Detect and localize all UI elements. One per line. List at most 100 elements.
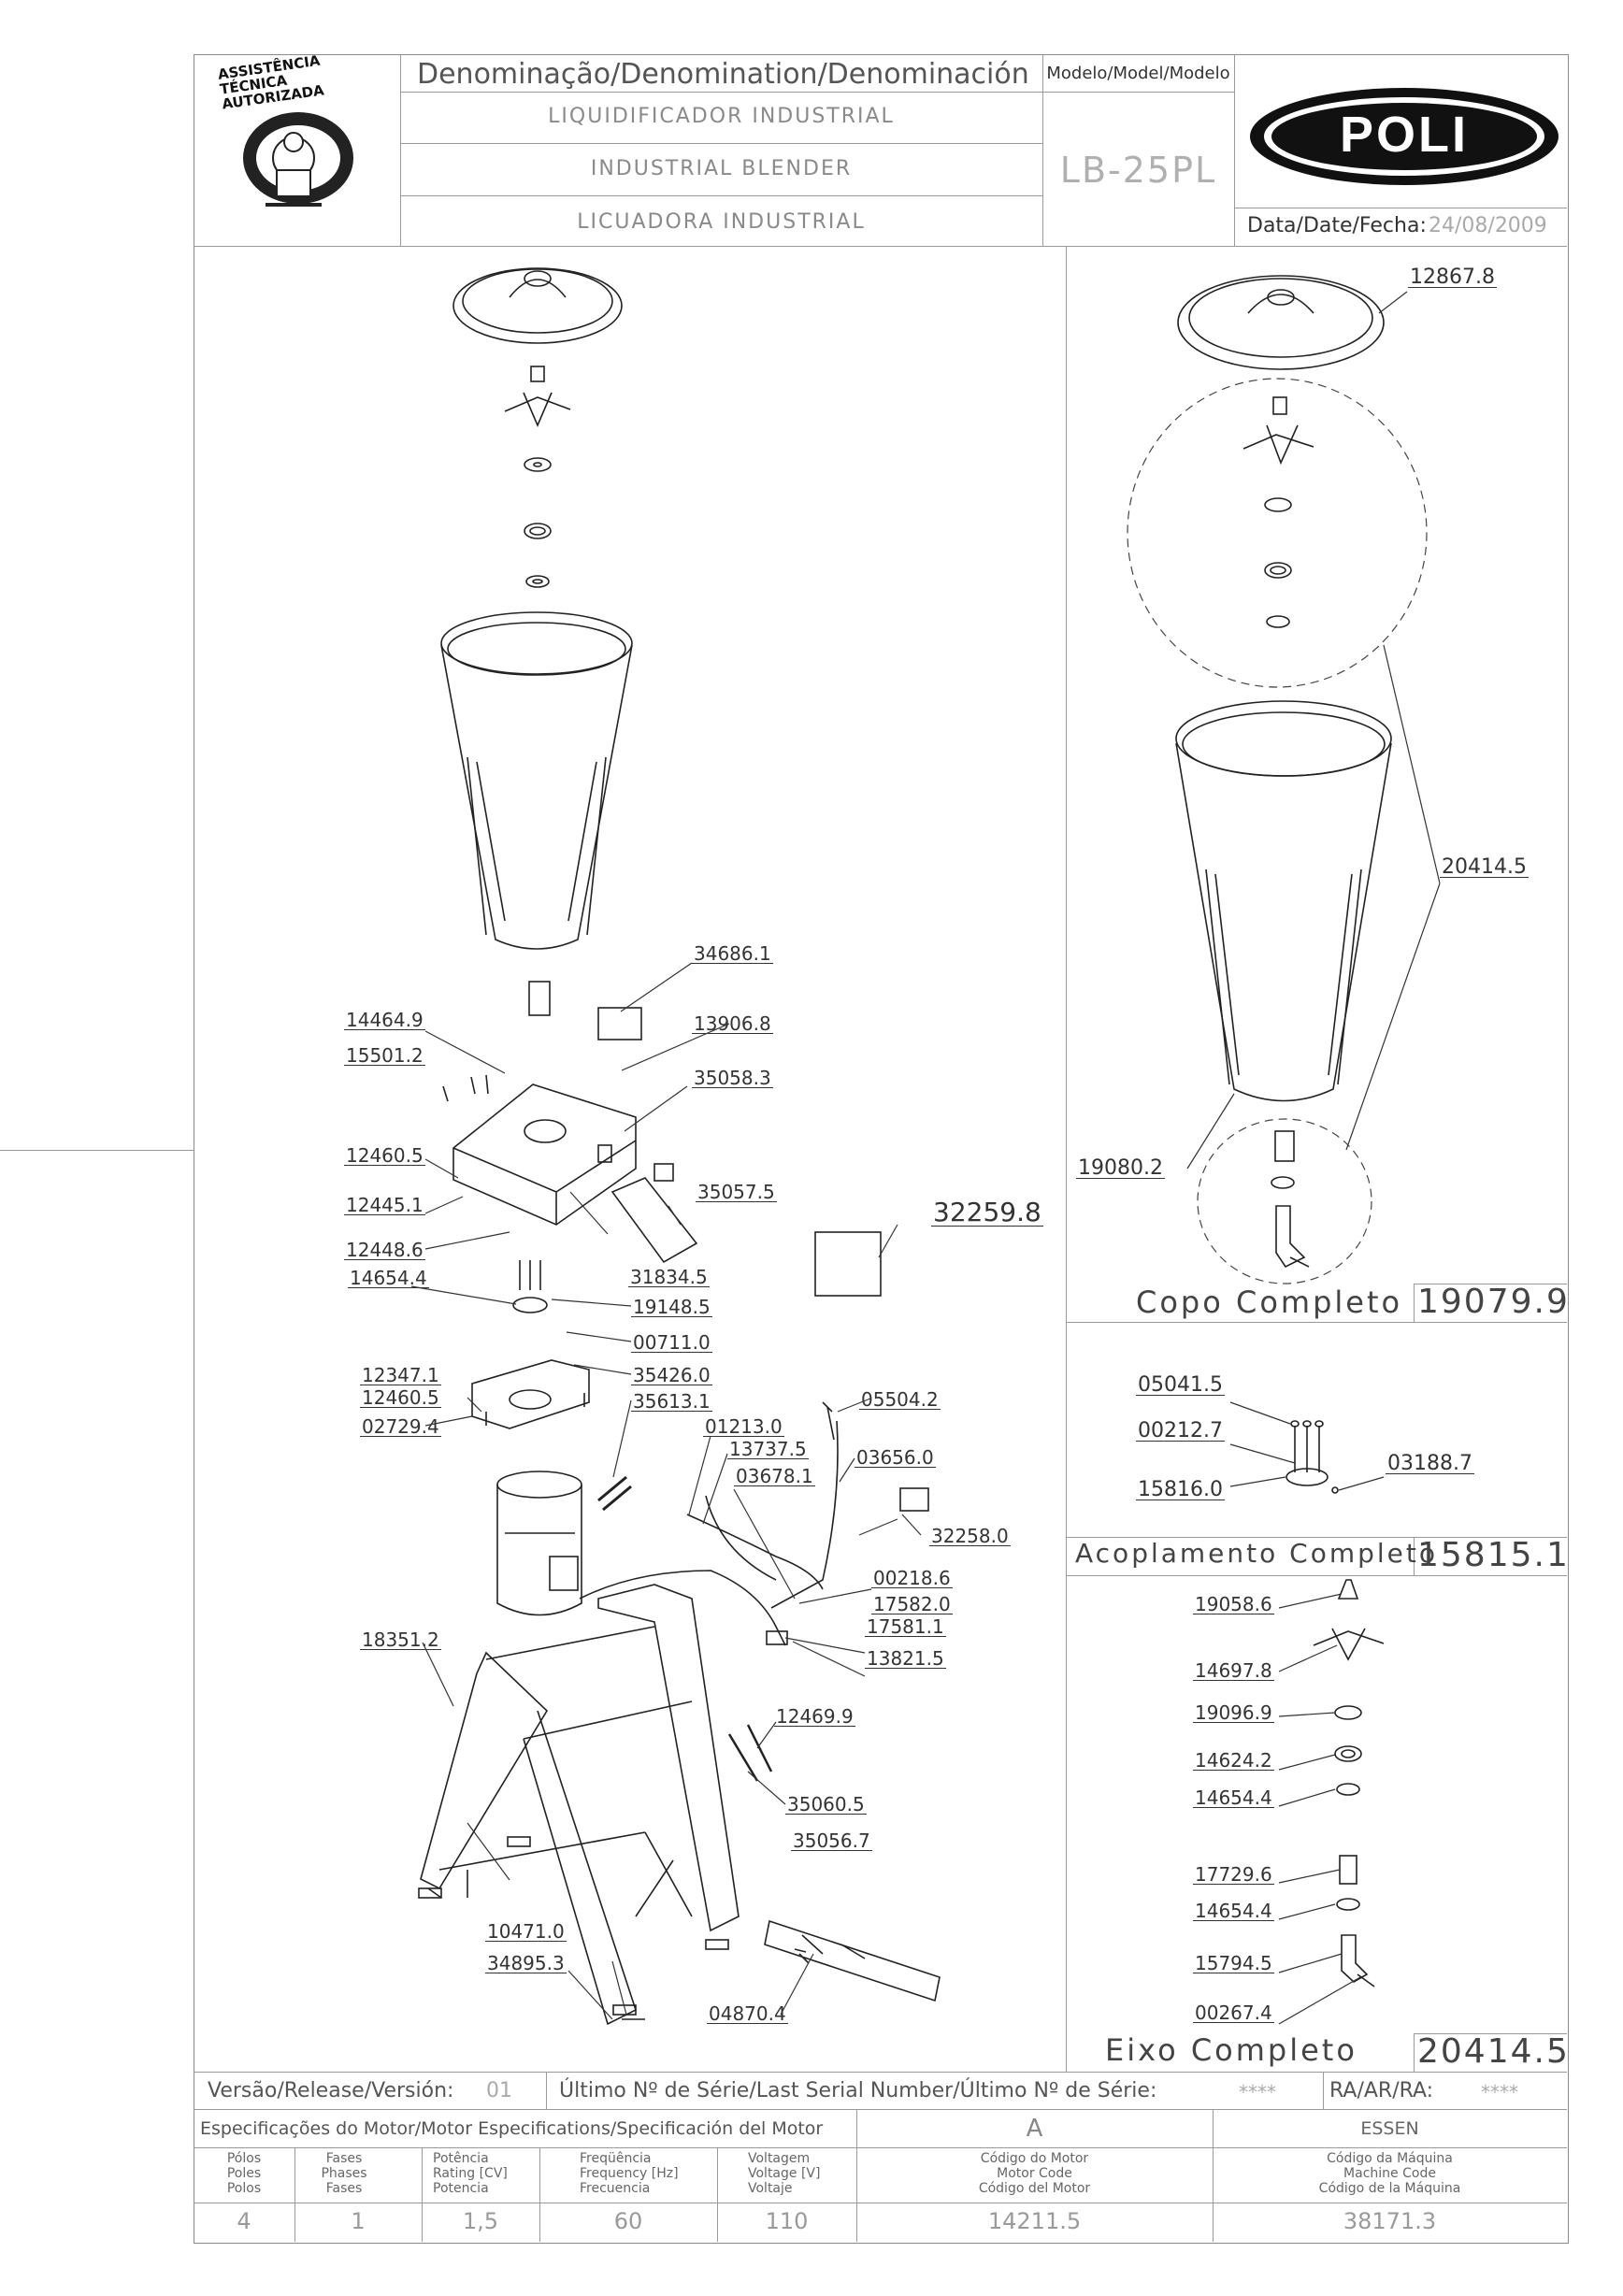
- poli-logo: POLI: [1247, 86, 1561, 187]
- model-label: Modelo/Model/Modelo: [1046, 64, 1230, 83]
- part-label: 17582.0: [871, 1593, 953, 1615]
- part-label: 20414.5: [1440, 855, 1529, 879]
- name-pt: LIQUIDIFICADOR INDUSTRIAL: [548, 105, 895, 128]
- spec-poles-value: 4: [237, 2208, 251, 2234]
- footer-divider: [539, 2147, 540, 2242]
- part-label: 13906.8: [692, 1012, 773, 1035]
- date-label: Data/Date/Fecha:: [1247, 214, 1427, 237]
- part-label: 13737.5: [727, 1438, 809, 1460]
- spec-line: Pólos: [226, 2151, 262, 2166]
- part-label: 12445.1: [344, 1194, 425, 1216]
- part-label: 31834.5: [628, 1266, 710, 1288]
- header-row-line: [400, 195, 1042, 196]
- spec-rating-header: Potência Rating [CV] Potencia: [433, 2151, 539, 2196]
- version-label: Versão/Release/Versión:: [208, 2079, 454, 2102]
- part-label: 35058.3: [692, 1067, 773, 1089]
- spec-line: Voltaje: [748, 2181, 793, 2196]
- part-label: 12460.5: [360, 1386, 441, 1409]
- footer-divider: [1323, 2072, 1324, 2109]
- stamp-icon: [243, 112, 353, 207]
- eixo-title: Eixo Completo: [1105, 2032, 1357, 2068]
- header-bottom-line: [194, 246, 1567, 247]
- spec-line: Phases: [321, 2166, 367, 2181]
- drawing-frame: [194, 54, 1569, 2244]
- ra-label: RA/AR/RA:: [1329, 2079, 1434, 2102]
- section-code-line: [1066, 1537, 1567, 1538]
- spec-line: Fases: [325, 2151, 363, 2166]
- part-label: 00218.6: [871, 1567, 953, 1589]
- spec-line: Código da Máquina: [1327, 2151, 1453, 2166]
- spec-line: Rating [CV]: [433, 2166, 508, 2181]
- acoplamento-title: Acoplamento Completo: [1075, 1538, 1439, 1569]
- poli-logo-shape: [1250, 88, 1558, 185]
- header-row-line: [1042, 92, 1234, 93]
- part-label: 12867.8: [1408, 265, 1497, 289]
- part-label: 12469.9: [774, 1705, 855, 1728]
- spec-rating-value: 1,5: [462, 2208, 499, 2234]
- footer-line: [194, 2147, 1567, 2148]
- spec-line: Machine Code: [1343, 2166, 1436, 2181]
- column-divider: [1066, 246, 1067, 2072]
- footer-divider: [422, 2147, 423, 2242]
- spec-phases-header: Fases Phases Fases: [294, 2151, 394, 2196]
- part-label: 05041.5: [1136, 1373, 1225, 1397]
- part-label: 34686.1: [692, 942, 773, 965]
- spec-motor-code-header: Código do Motor Motor Code Código del Mo…: [856, 2151, 1213, 2196]
- spec-line: Código del Motor: [978, 2181, 1091, 2196]
- brand-name: POLI: [1339, 107, 1469, 163]
- part-label: 19080.2: [1076, 1156, 1165, 1180]
- part-label: 14654.4: [1193, 1787, 1274, 1809]
- part-label: 00711.0: [631, 1331, 712, 1354]
- margin-line: [0, 1150, 194, 1151]
- spec-line: Frecuencia: [580, 2181, 651, 2196]
- header-divider: [1042, 54, 1043, 246]
- motor-brand: ESSEN: [1360, 2118, 1419, 2139]
- part-label: 17729.6: [1193, 1863, 1274, 1886]
- footer-line: [194, 2072, 1567, 2073]
- section-code-line: [1414, 2033, 1567, 2034]
- spec-frequency-header: Freqüência Frequency [Hz] Frecuencia: [580, 2151, 717, 2196]
- part-label: 14654.4: [1193, 1900, 1274, 1922]
- spec-line: Fases: [325, 2181, 363, 2196]
- part-label: 15816.0: [1136, 1478, 1225, 1501]
- date-value: 24/08/2009: [1429, 214, 1547, 237]
- denomination-label: Denominação/Denomination/Denominación: [417, 58, 1029, 91]
- footer-divider: [717, 2147, 718, 2242]
- part-label: 32258.0: [929, 1525, 1011, 1547]
- version-value: 01: [486, 2079, 512, 2102]
- spec-machine-code-header: Código da Máquina Machine Code Código de…: [1213, 2151, 1567, 2196]
- footer-divider: [294, 2147, 295, 2242]
- section-code-divider: [1414, 1537, 1415, 1575]
- part-label: 03678.1: [734, 1465, 815, 1487]
- section-line: [1066, 1575, 1567, 1576]
- part-label: 34895.3: [485, 1952, 567, 1974]
- part-label: 19058.6: [1193, 1593, 1274, 1615]
- spec-line: Voltagem: [748, 2151, 811, 2166]
- part-label: 35057.5: [696, 1181, 777, 1203]
- header-row-line: [400, 92, 1042, 93]
- part-label: 12347.1: [360, 1364, 441, 1386]
- part-label: 04870.4: [707, 2002, 788, 2025]
- copo-code: 19079.9: [1417, 1283, 1570, 1321]
- header-row-line: [400, 143, 1042, 144]
- spec-frequency-value: 60: [613, 2208, 643, 2234]
- acoplamento-code: 15815.1: [1417, 1536, 1570, 1574]
- motor-class: A: [1026, 2115, 1043, 2143]
- footer-divider: [856, 2109, 857, 2242]
- part-label: 15794.5: [1193, 1952, 1274, 1974]
- part-label: 03656.0: [855, 1446, 936, 1469]
- footer-divider: [546, 2072, 547, 2109]
- header-divider: [1234, 54, 1235, 246]
- serial-value: ****: [1239, 2081, 1276, 2103]
- assistance-stamp: ASSISTÊNCIA TÉCNICA AUTORIZADA: [200, 52, 396, 241]
- part-label: 35060.5: [785, 1793, 867, 1815]
- footer-line: [194, 2109, 1567, 2110]
- ra-value: ****: [1481, 2081, 1518, 2103]
- spec-line: Poles: [226, 2166, 262, 2181]
- model-code: LB-25PL: [1059, 150, 1217, 191]
- section-line: [1066, 1322, 1567, 1323]
- part-label: 01213.0: [703, 1415, 784, 1438]
- part-label: 00267.4: [1193, 2002, 1274, 2024]
- eixo-code: 20414.5: [1417, 2032, 1570, 2071]
